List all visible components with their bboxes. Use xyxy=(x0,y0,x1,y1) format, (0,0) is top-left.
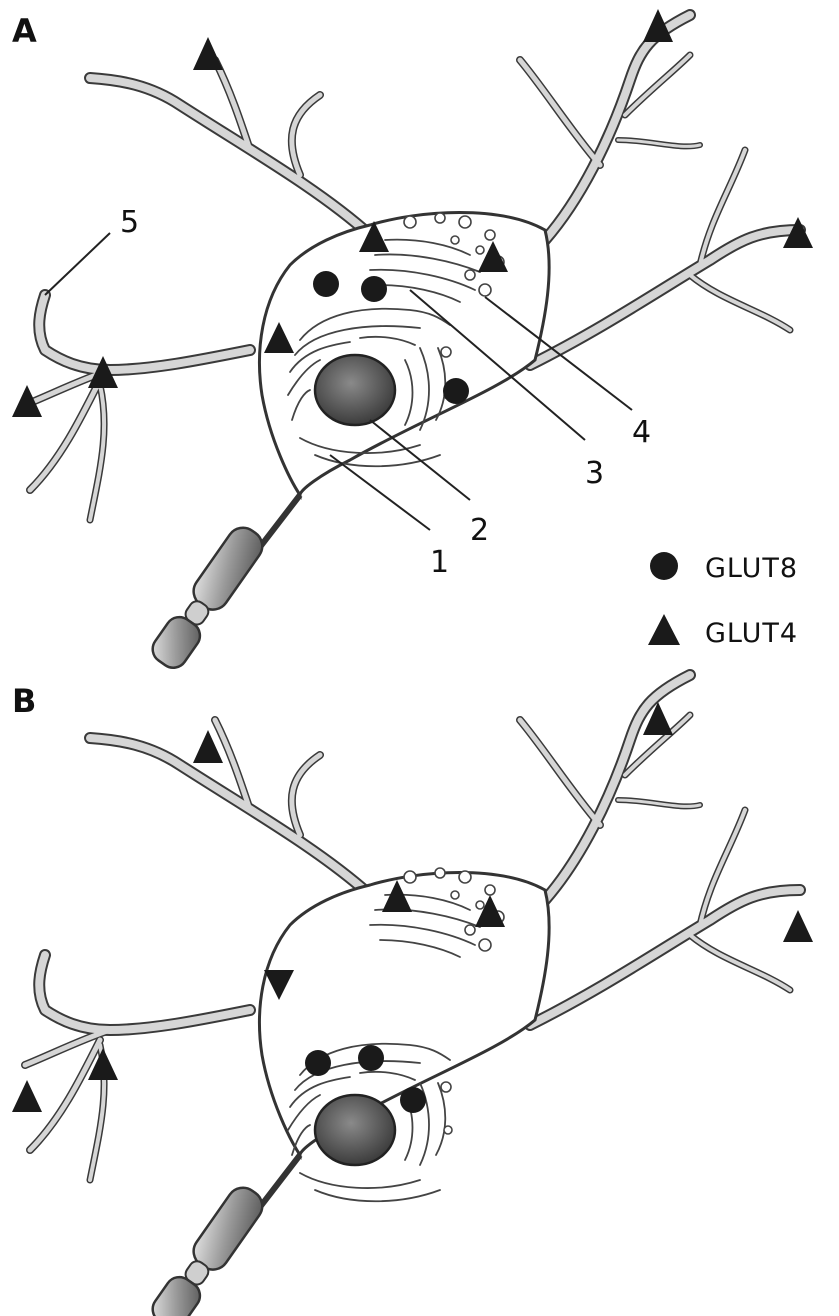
panel-a: A 5 4 3 2 1 GLUT8 GLUT4 xyxy=(12,9,813,673)
glut8-marker xyxy=(305,1050,331,1076)
glut8-marker xyxy=(400,1087,426,1113)
glut8-marker xyxy=(313,271,339,297)
nucleus-b xyxy=(315,1095,395,1165)
glut8-marker xyxy=(361,276,387,302)
glut4-marker xyxy=(12,1080,42,1112)
legend-glut4-triangle-icon xyxy=(648,614,680,645)
legend-glut8-circle-icon xyxy=(650,552,678,580)
glut4-marker xyxy=(783,910,813,942)
nucleus-a xyxy=(315,355,395,425)
panel-b: B xyxy=(12,675,813,1316)
glut4-marker xyxy=(193,37,223,70)
leader-5 xyxy=(45,233,110,295)
callout-4: 4 xyxy=(632,415,651,450)
leader-2 xyxy=(370,420,470,500)
glut8-marker xyxy=(443,378,469,404)
callout-2: 2 xyxy=(470,513,489,548)
neuron-b xyxy=(25,675,800,1316)
callout-3: 3 xyxy=(585,456,604,491)
glut8-marker xyxy=(358,1045,384,1071)
legend-glut4-label: GLUT4 xyxy=(705,618,798,649)
panel-a-letter: A xyxy=(12,12,37,50)
callout-5: 5 xyxy=(120,205,139,240)
callout-1: 1 xyxy=(430,545,449,580)
legend: GLUT8 GLUT4 xyxy=(648,552,798,649)
panel-b-letter: B xyxy=(12,682,36,720)
legend-glut8-label: GLUT8 xyxy=(705,553,798,584)
